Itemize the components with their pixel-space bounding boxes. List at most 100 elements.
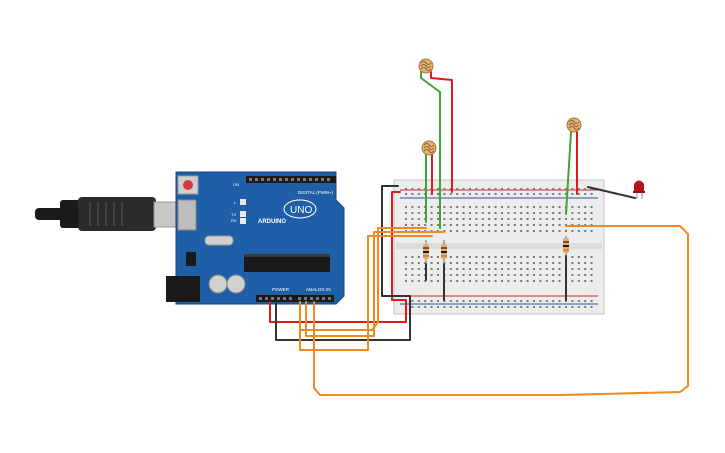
breadboard-hole[interactable] [462, 212, 465, 214]
breadboard-hole[interactable] [533, 224, 535, 226]
breadboard-hole[interactable] [481, 268, 484, 270]
breadboard-hole[interactable] [545, 300, 548, 302]
breadboard-hole[interactable] [475, 306, 478, 308]
breadboard-hole[interactable] [494, 224, 497, 226]
breadboard-hole[interactable] [533, 274, 535, 276]
breadboard-hole[interactable] [584, 300, 587, 302]
breadboard-hole[interactable] [552, 212, 555, 214]
breadboard-hole[interactable] [558, 206, 561, 208]
breadboard-hole[interactable] [462, 256, 465, 258]
breadboard-hole[interactable] [494, 218, 497, 220]
breadboard-hole[interactable] [513, 193, 516, 195]
breadboard-hole[interactable] [526, 218, 529, 220]
breadboard-hole[interactable] [526, 193, 529, 195]
breadboard-hole[interactable] [494, 262, 497, 264]
breadboard-hole[interactable] [488, 206, 491, 208]
breadboard-hole[interactable] [539, 274, 542, 276]
breadboard-hole[interactable] [437, 212, 439, 214]
breadboard-hole[interactable] [520, 280, 523, 282]
breadboard-hole[interactable] [565, 218, 567, 220]
breadboard-hole[interactable] [456, 230, 459, 232]
reset-button[interactable] [183, 180, 193, 190]
breadboard-hole[interactable] [430, 218, 433, 220]
breadboard-hole[interactable] [437, 306, 439, 308]
breadboard-hole[interactable] [488, 218, 491, 220]
breadboard-hole[interactable] [539, 256, 542, 258]
breadboard-hole[interactable] [577, 218, 580, 220]
breadboard-hole[interactable] [590, 188, 593, 190]
breadboard-hole[interactable] [481, 262, 484, 264]
breadboard-hole[interactable] [494, 188, 497, 190]
breadboard-hole[interactable] [443, 306, 446, 308]
breadboard-hole[interactable] [475, 262, 478, 264]
breadboard-hole[interactable] [449, 280, 452, 282]
breadboard-hole[interactable] [469, 218, 471, 220]
breadboard-hole[interactable] [545, 188, 548, 190]
breadboard-hole[interactable] [552, 206, 555, 208]
breadboard-hole[interactable] [501, 274, 503, 276]
breadboard-hole[interactable] [507, 193, 510, 195]
breadboard-hole[interactable] [475, 274, 478, 276]
wire-a2-orange[interactable] [299, 235, 433, 351]
breadboard-hole[interactable] [501, 188, 503, 190]
breadboard-hole[interactable] [513, 224, 516, 226]
breadboard-hole[interactable] [552, 224, 555, 226]
breadboard-hole[interactable] [494, 300, 497, 302]
breadboard-hole[interactable] [462, 218, 465, 220]
breadboard-hole[interactable] [590, 212, 593, 214]
breadboard-hole[interactable] [456, 268, 459, 270]
breadboard-hole[interactable] [481, 212, 484, 214]
breadboard-hole[interactable] [481, 300, 484, 302]
breadboard-hole[interactable] [513, 300, 516, 302]
breadboard-hole[interactable] [437, 256, 439, 258]
breadboard-hole[interactable] [488, 212, 491, 214]
breadboard-hole[interactable] [539, 206, 542, 208]
breadboard-hole[interactable] [584, 280, 587, 282]
breadboard-hole[interactable] [437, 280, 439, 282]
breadboard-hole[interactable] [494, 306, 497, 308]
breadboard-hole[interactable] [456, 280, 459, 282]
breadboard-hole[interactable] [507, 218, 510, 220]
breadboard-hole[interactable] [501, 262, 503, 264]
breadboard-hole[interactable] [488, 193, 491, 195]
breadboard-hole[interactable] [469, 262, 471, 264]
breadboard-hole[interactable] [494, 268, 497, 270]
breadboard-hole[interactable] [494, 212, 497, 214]
breadboard-hole[interactable] [430, 206, 433, 208]
breadboard-hole[interactable] [443, 188, 446, 190]
breadboard-hole[interactable] [443, 230, 446, 232]
wire-led-black[interactable] [587, 186, 636, 199]
breadboard-hole[interactable] [584, 262, 587, 264]
breadboard-hole[interactable] [590, 274, 593, 276]
breadboard-hole[interactable] [417, 306, 420, 308]
breadboard-hole[interactable] [558, 262, 561, 264]
breadboard-hole[interactable] [513, 280, 516, 282]
breadboard-hole[interactable] [488, 230, 491, 232]
breadboard-hole[interactable] [475, 224, 478, 226]
photoresistor-2[interactable] [421, 140, 437, 156]
breadboard-hole[interactable] [520, 224, 523, 226]
breadboard-hole[interactable] [417, 188, 420, 190]
breadboard-hole[interactable] [462, 230, 465, 232]
photoresistor-3[interactable] [566, 117, 582, 133]
breadboard-hole[interactable] [520, 230, 523, 232]
breadboard-hole[interactable] [481, 218, 484, 220]
breadboard-hole[interactable] [430, 300, 433, 302]
breadboard-hole[interactable] [558, 218, 561, 220]
breadboard-hole[interactable] [571, 274, 574, 276]
breadboard-hole[interactable] [520, 256, 523, 258]
breadboard-hole[interactable] [449, 256, 452, 258]
breadboard-hole[interactable] [571, 268, 574, 270]
breadboard-hole[interactable] [437, 300, 439, 302]
breadboard-hole[interactable] [430, 268, 433, 270]
breadboard-hole[interactable] [558, 306, 561, 308]
breadboard-hole[interactable] [449, 224, 452, 226]
breadboard-hole[interactable] [584, 218, 587, 220]
breadboard-hole[interactable] [513, 206, 516, 208]
breadboard-hole[interactable] [520, 206, 523, 208]
breadboard-hole[interactable] [539, 193, 542, 195]
breadboard-hole[interactable] [469, 188, 471, 190]
breadboard-hole[interactable] [571, 206, 574, 208]
breadboard-hole[interactable] [405, 256, 407, 258]
breadboard-hole[interactable] [501, 230, 503, 232]
